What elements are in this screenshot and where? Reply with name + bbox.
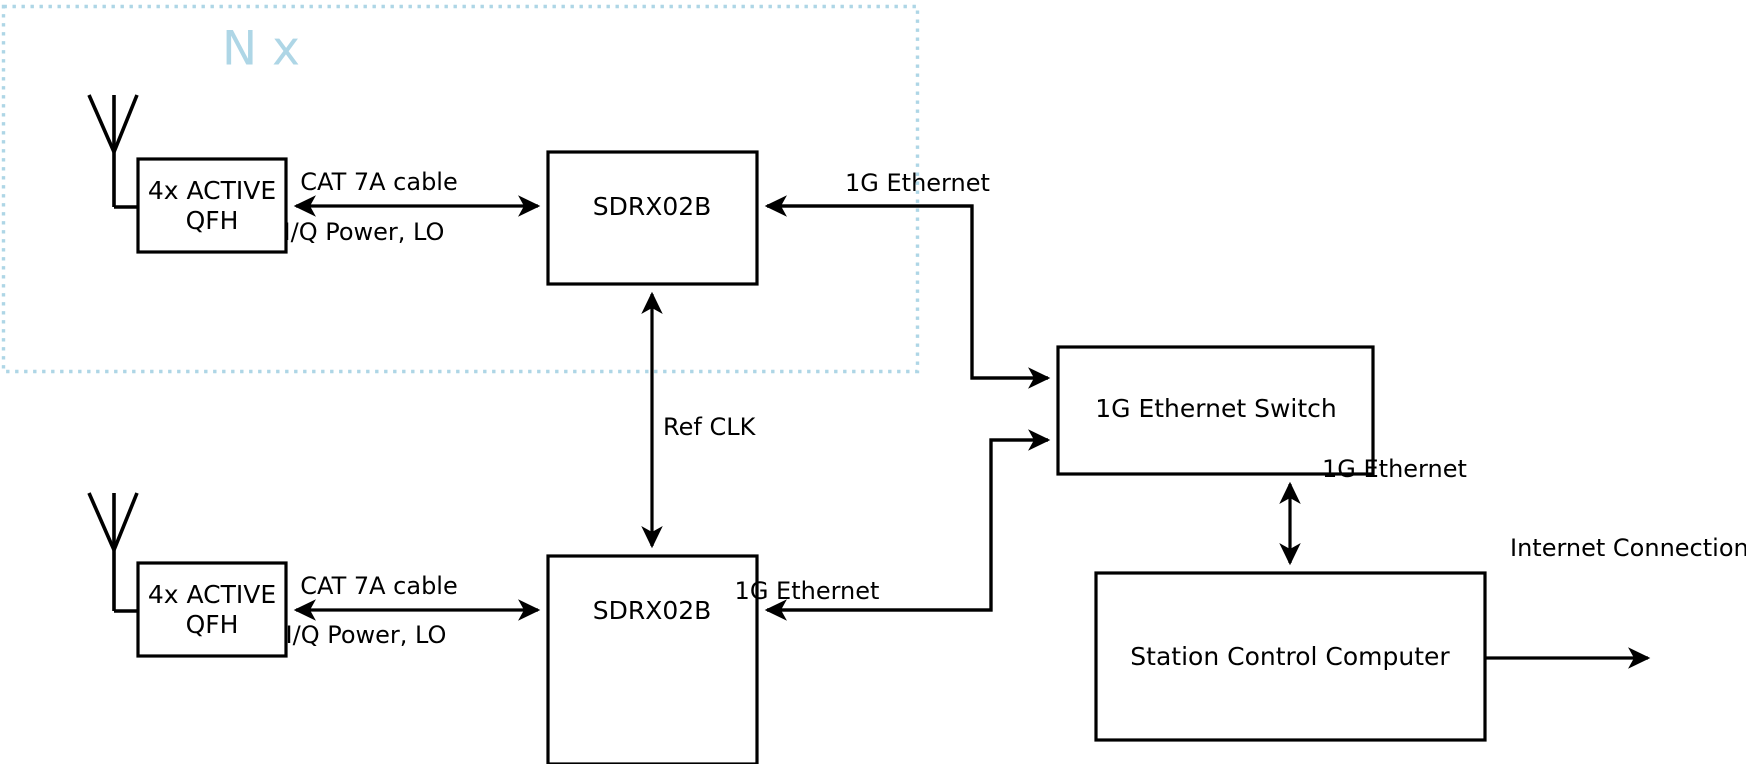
node-sdr-top-label: SDRX02B [593, 192, 712, 221]
edge-switch-to-sdr-top-label: 1G Ethernet [845, 169, 990, 197]
node-ethernet-switch-label: 1G Ethernet Switch [1095, 394, 1337, 423]
node-sdr-top[interactable] [546, 150, 759, 286]
node-qfh-top-label-line1: 4x ACTIVE [148, 176, 276, 205]
node-qfh-bottom-label-line1: 4x ACTIVE [148, 580, 276, 609]
edge-switch-to-sdr-top [764, 195, 1048, 380]
node-qfh-top-label-line2: QFH [186, 206, 239, 235]
edge-qfh-bottom-label-below: I/Q Power, LO [286, 621, 447, 649]
antenna-icon-top [87, 94, 140, 209]
edge-sdr-top-to-switch [767, 204, 1051, 389]
node-ethernet-switch[interactable] [1056, 345, 1375, 476]
edge-sdr-bottom-to-switch [767, 429, 1051, 612]
group-caption-nx: N x [222, 22, 300, 77]
edge-qfh-top-label-above: CAT 7A cable [300, 168, 458, 196]
node-qfh-bottom[interactable] [136, 561, 288, 658]
edge-qfh-top-label-below: I/Q Power, LO [284, 218, 445, 246]
node-sdr-bottom-label: SDRX02B [593, 596, 712, 625]
edge-refclk-label: Ref CLK [663, 413, 757, 441]
node-station-control-computer-label: Station Control Computer [1130, 642, 1450, 671]
edge-computer-to-internet-label: Internet Connection [1510, 534, 1746, 562]
node-qfh-top[interactable] [136, 157, 288, 254]
edge-switch-to-computer-label: 1G Ethernet [1322, 455, 1467, 483]
antenna-icon-bottom [87, 492, 140, 613]
node-sdr-bottom[interactable] [546, 554, 759, 764]
edge-qfh-bottom-label-above: CAT 7A cable [300, 572, 458, 600]
node-station-control-computer[interactable] [1094, 571, 1487, 742]
node-qfh-bottom-label-line2: QFH [186, 610, 239, 639]
edge-switch-to-sdr-bottom-label: 1G Ethernet [735, 577, 880, 605]
